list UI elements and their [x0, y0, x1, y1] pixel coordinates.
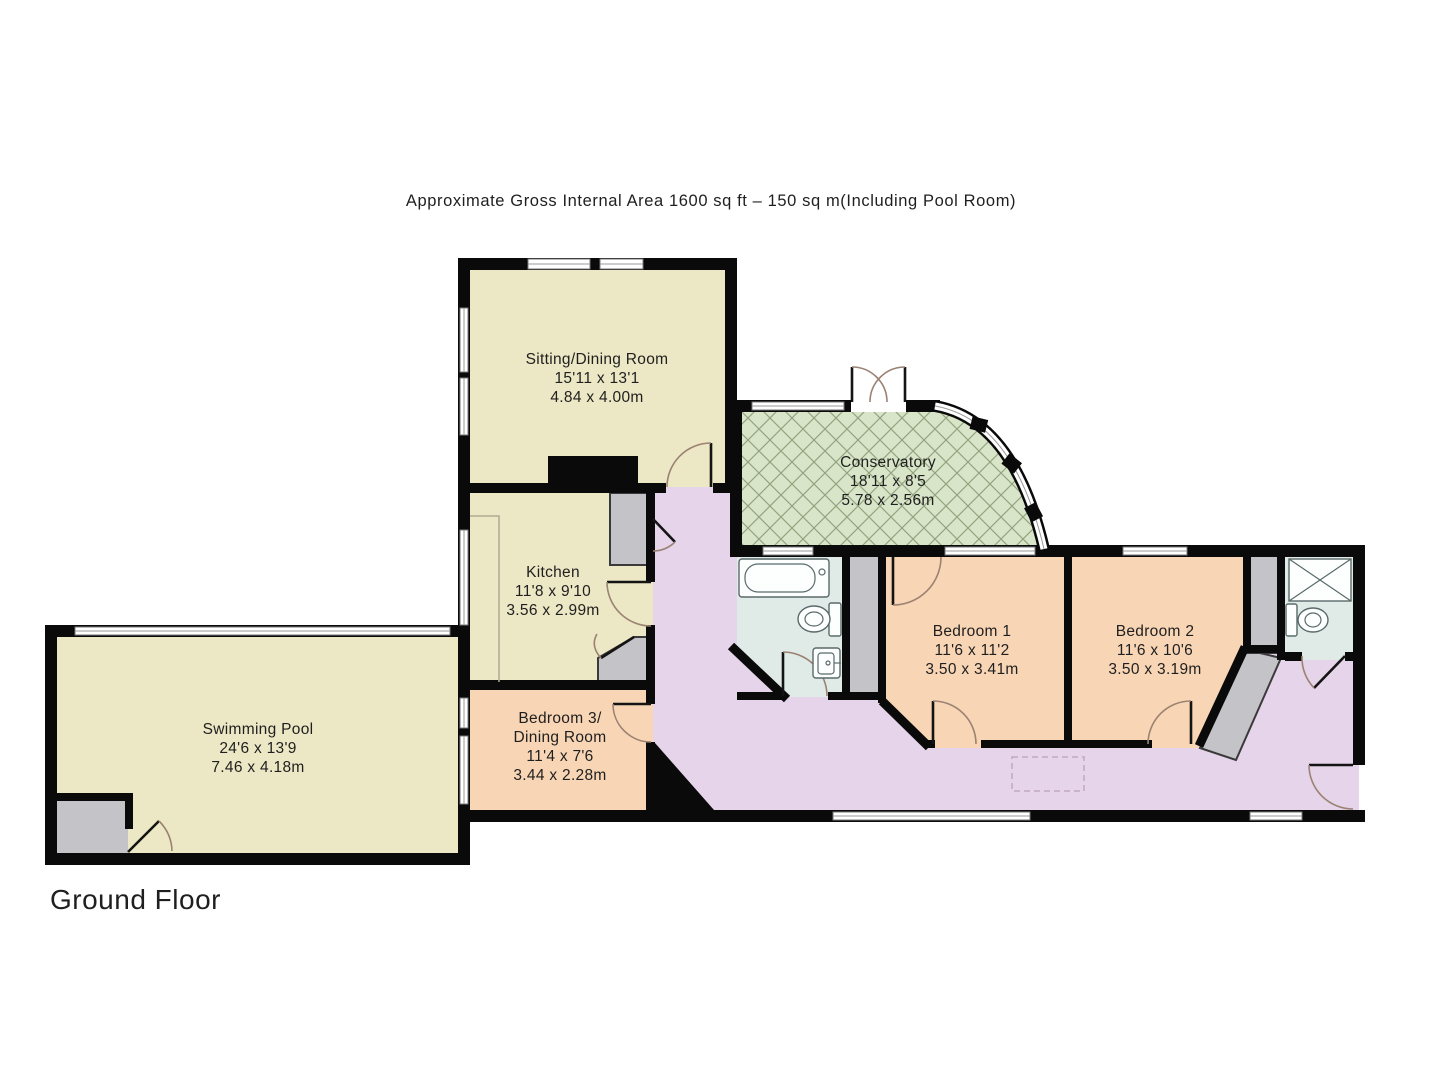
- fixtures: [470, 515, 1352, 792]
- window: [459, 735, 469, 805]
- conservatory-french-door-right: [869, 366, 907, 403]
- window: [459, 529, 469, 626]
- sitting-room-dims-metric: 4.84 x 4.00m: [550, 389, 643, 406]
- conservatory-french-door-left: [850, 366, 888, 403]
- windows: [74, 258, 1303, 821]
- shower-room-door: [1301, 655, 1346, 689]
- swimming-pool-dims-metric: 7.46 x 4.18m: [211, 759, 304, 776]
- glazing-post: [1001, 453, 1022, 474]
- bedroom2-dims-metric: 3.50 x 3.19m: [1108, 661, 1201, 678]
- kitchen-door: [606, 580, 652, 627]
- kitchen-cupboard-door: [593, 633, 635, 660]
- sitting-room-door: [666, 442, 713, 488]
- glazing-post: [1024, 502, 1044, 523]
- bedroom2-floor: [1068, 551, 1247, 748]
- bedroom2-diagonal-wall: [1194, 645, 1250, 748]
- pool-store-room: [57, 801, 128, 853]
- glazing-post: [969, 416, 989, 433]
- room-labels: Sitting/Dining Room 15'11 x 13'1 4.84 x …: [203, 351, 1202, 784]
- window: [832, 811, 1031, 821]
- sitting-room-label: Sitting/Dining Room: [526, 351, 669, 368]
- swimming-pool-label: Swimming Pool: [203, 721, 314, 738]
- bedroom1-dims-metric: 3.50 x 3.41m: [925, 661, 1018, 678]
- bathtub-icon: [738, 558, 830, 598]
- bedroom2-dims-imperial: 11'6 x 10'6: [1117, 642, 1193, 659]
- window: [1122, 546, 1188, 556]
- conservatory-dims-imperial: 18'11 x 8'5: [850, 473, 926, 490]
- kitchen-dims-imperial: 11'8 x 9'10: [515, 583, 591, 600]
- bedroom1-floor: [884, 551, 1068, 748]
- window: [1249, 811, 1303, 821]
- hall-diagonal-wall: [646, 743, 714, 810]
- pool-store-door: [127, 820, 173, 853]
- bathroom-diagonal-wall: [727, 642, 791, 703]
- conservatory-curved-wall: [933, 400, 1050, 551]
- window: [74, 626, 451, 636]
- plan-title: Approximate Gross Internal Area 1600 sq …: [406, 192, 1016, 210]
- kitchen-label: Kitchen: [526, 564, 580, 581]
- bedroom3-floor: [464, 686, 653, 816]
- bedroom2-cupboard: [1247, 551, 1281, 653]
- shower-icon: [1288, 558, 1352, 602]
- conservatory-bedroom1-door: [891, 556, 942, 606]
- toilet-icon: [1285, 603, 1329, 637]
- bedroom2-label: Bedroom 2: [1116, 623, 1195, 640]
- kitchen-cupboard-top: [610, 493, 653, 565]
- conservatory-dims-metric: 5.78 x 2.56m: [841, 492, 934, 509]
- kitchen-counter: [470, 515, 500, 682]
- bedroom3-door: [612, 702, 652, 743]
- entrance-door: [1308, 763, 1354, 810]
- bedroom3-label-line2: Dining Room: [514, 729, 607, 746]
- conservatory-hatch: [742, 412, 1041, 545]
- sitting-room-dims-imperial: 15'11 x 13'1: [554, 370, 639, 387]
- swimming-pool-dims-imperial: 24'6 x 13'9: [219, 740, 296, 757]
- window: [459, 697, 469, 729]
- bedroom3-dims-imperial: 11'4 x 7'6: [526, 748, 593, 765]
- window: [527, 258, 591, 270]
- window: [762, 546, 814, 556]
- doors: [127, 366, 1354, 853]
- toilet-icon: [797, 602, 842, 637]
- hall-cupboard-door: [652, 518, 676, 552]
- hall-upper-floor: [653, 487, 731, 551]
- kitchen-dims-metric: 3.56 x 2.99m: [506, 602, 599, 619]
- bedroom1-dims-imperial: 11'6 x 11'2: [934, 642, 1009, 659]
- bedroom1-label: Bedroom 1: [933, 623, 1012, 640]
- window: [751, 401, 845, 411]
- sink-icon: [812, 647, 841, 679]
- window: [459, 377, 469, 436]
- kitchen-cupboard-bottom: [598, 637, 653, 686]
- floor-label: Ground Floor: [50, 884, 221, 915]
- bedroom2-door: [1147, 700, 1193, 745]
- window: [459, 307, 469, 373]
- loft-hatch: [1011, 756, 1085, 792]
- window: [944, 546, 1036, 556]
- bedroom3-dims-metric: 3.44 x 2.28m: [513, 767, 606, 784]
- bedroom1-diagonal-wall: [878, 697, 933, 751]
- bedroom3-label: Bedroom 3/: [518, 710, 602, 727]
- hall-wardrobe: [1200, 650, 1281, 760]
- chimney-breast: [548, 456, 638, 493]
- conservatory-label: Conservatory: [840, 454, 936, 471]
- bedroom1-door: [931, 700, 977, 745]
- window: [599, 258, 644, 270]
